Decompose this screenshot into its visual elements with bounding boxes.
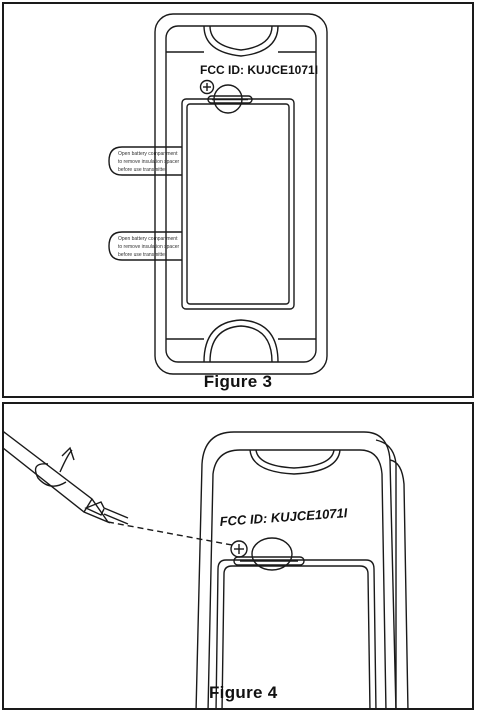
figure-3-caption: Figure 3 xyxy=(203,372,273,391)
screw-icon xyxy=(230,540,248,558)
tab-line: before use transmitter xyxy=(118,167,167,173)
battery-latch xyxy=(233,556,305,566)
battery-latch xyxy=(207,95,253,104)
insulation-tab-bottom xyxy=(108,231,182,261)
direction-arrow-icon xyxy=(84,501,129,519)
guide-dashed-line xyxy=(107,521,233,546)
figure-4-panel: FCC ID: KUJCE1071I Figure 4 xyxy=(2,402,474,710)
remote-inner-panel xyxy=(207,449,387,708)
battery-cover xyxy=(181,98,295,310)
remote-bottom-cap xyxy=(203,319,279,363)
tab-line: Open battery compartment xyxy=(118,236,178,242)
insulation-tab-top xyxy=(108,146,182,176)
figure-4-caption: Figure 4 xyxy=(209,683,278,702)
insulation-tab-bottom-text: Open battery compartment to remove insul… xyxy=(118,235,198,259)
fcc-id-label: FCC ID: KUJCE1071I xyxy=(200,63,318,77)
tab-line: to remove insulation spacer xyxy=(118,244,180,250)
tab-line: Open battery compartment xyxy=(118,151,178,157)
remote-body-outline xyxy=(195,431,397,708)
fcc-id-label: FCC ID: KUJCE1071I xyxy=(219,505,348,529)
tab-line: before use transmitter xyxy=(118,252,167,258)
battery-cover xyxy=(215,559,377,708)
rotation-arrow-icon xyxy=(34,463,67,487)
screwdriver-icon xyxy=(4,431,110,524)
insulation-tab-top-text: Open battery compartment to remove insul… xyxy=(118,150,198,174)
remote-top-cap xyxy=(249,449,341,475)
remote-top-cap xyxy=(203,25,279,57)
coin-battery xyxy=(251,537,293,571)
remote-inner-panel xyxy=(165,25,317,363)
tab-line: to remove insulation spacer xyxy=(118,159,180,165)
screw-icon xyxy=(199,79,215,95)
figure-3-drawing: FCC ID: KUJCE1071I xyxy=(108,13,328,375)
remote-body-outline xyxy=(154,13,328,375)
figure-3-panel: FCC ID: KUJCE1071I Open battery compartm… xyxy=(2,2,474,398)
figure-4-drawing: FCC ID: KUJCE1071I xyxy=(4,431,409,708)
